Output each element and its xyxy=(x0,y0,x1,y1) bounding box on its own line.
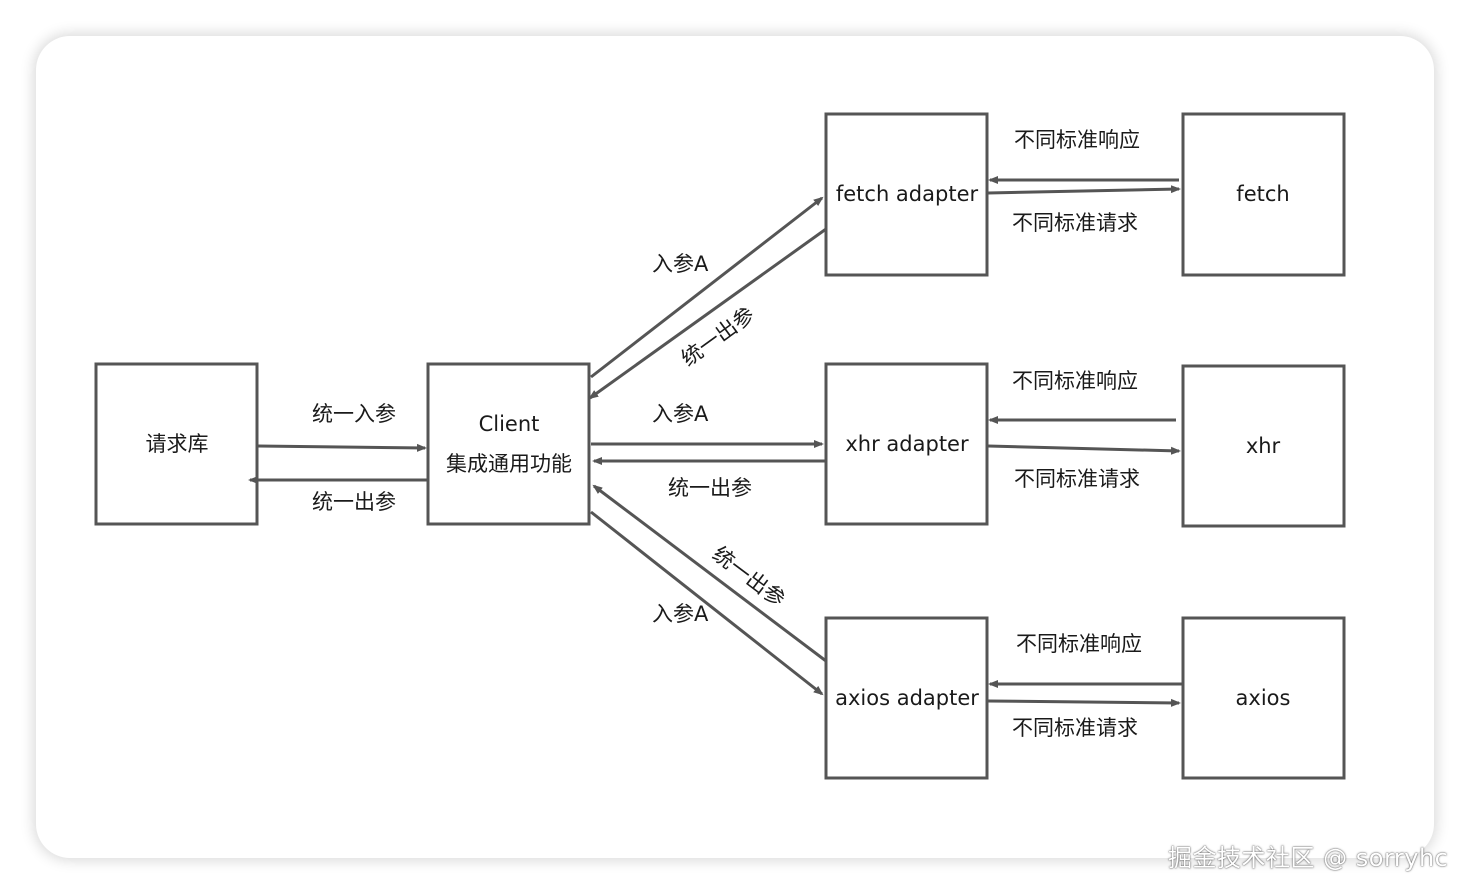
xhr-box xyxy=(1181,364,1346,528)
fetch-adapter-label: fetch adapter xyxy=(836,182,979,206)
lib-to-client-arrow xyxy=(257,443,427,452)
axios-label: axios xyxy=(1236,686,1291,710)
client-subtitle: 集成通用功能 xyxy=(446,452,572,476)
request-library-label: 请求库 xyxy=(146,432,209,456)
xhr-label: xhr xyxy=(1246,434,1281,458)
request-library-box xyxy=(94,362,259,526)
watermark: 掘金技术社区 @ sorryhc xyxy=(1168,844,1449,872)
client-box xyxy=(426,362,591,526)
client-to-axios-adapter-label: 入参A xyxy=(652,602,709,626)
axios-adapter-label: axios adapter xyxy=(835,686,979,710)
xhr-adapter-box xyxy=(824,362,989,526)
lib-to-client-label: 统一入参 xyxy=(312,402,396,426)
xhr-response-label: 不同标准响应 xyxy=(1012,369,1138,393)
fetch-adapter-box xyxy=(824,112,989,277)
fetch-adapter-to-client-label: 统一出参 xyxy=(677,302,759,371)
xhr-adapter-label: xhr adapter xyxy=(845,432,969,456)
axios-response-label: 不同标准响应 xyxy=(1016,632,1142,656)
fetch-adapter-to-client-arrow xyxy=(588,227,827,400)
xhr-request-label: 不同标准请求 xyxy=(1014,467,1140,491)
xhr-request-arrow xyxy=(987,444,1181,455)
axios-adapter-to-client-arrow xyxy=(592,484,827,663)
client-to-lib-label: 统一出参 xyxy=(312,490,396,514)
client-to-fetch-adapter-arrow xyxy=(590,196,824,379)
client-label: Client xyxy=(479,412,540,436)
client-to-axios-adapter-arrow xyxy=(590,510,824,696)
client-to-fetch-adapter-label: 入参A xyxy=(652,252,709,276)
xhr-adapter-to-client-label: 统一出参 xyxy=(668,476,752,500)
fetch-label: fetch xyxy=(1236,182,1289,206)
fetch-box xyxy=(1181,112,1346,277)
fetch-request-arrow xyxy=(987,185,1181,195)
axios-request-arrow xyxy=(987,698,1181,707)
fetch-response-label: 不同标准响应 xyxy=(1014,128,1140,152)
axios-adapter-box xyxy=(824,616,989,780)
fetch-request-label: 不同标准请求 xyxy=(1012,211,1138,235)
client-to-xhr-adapter-label: 入参A xyxy=(652,402,709,426)
axios-box xyxy=(1181,616,1346,780)
axios-request-label: 不同标准请求 xyxy=(1012,716,1138,740)
